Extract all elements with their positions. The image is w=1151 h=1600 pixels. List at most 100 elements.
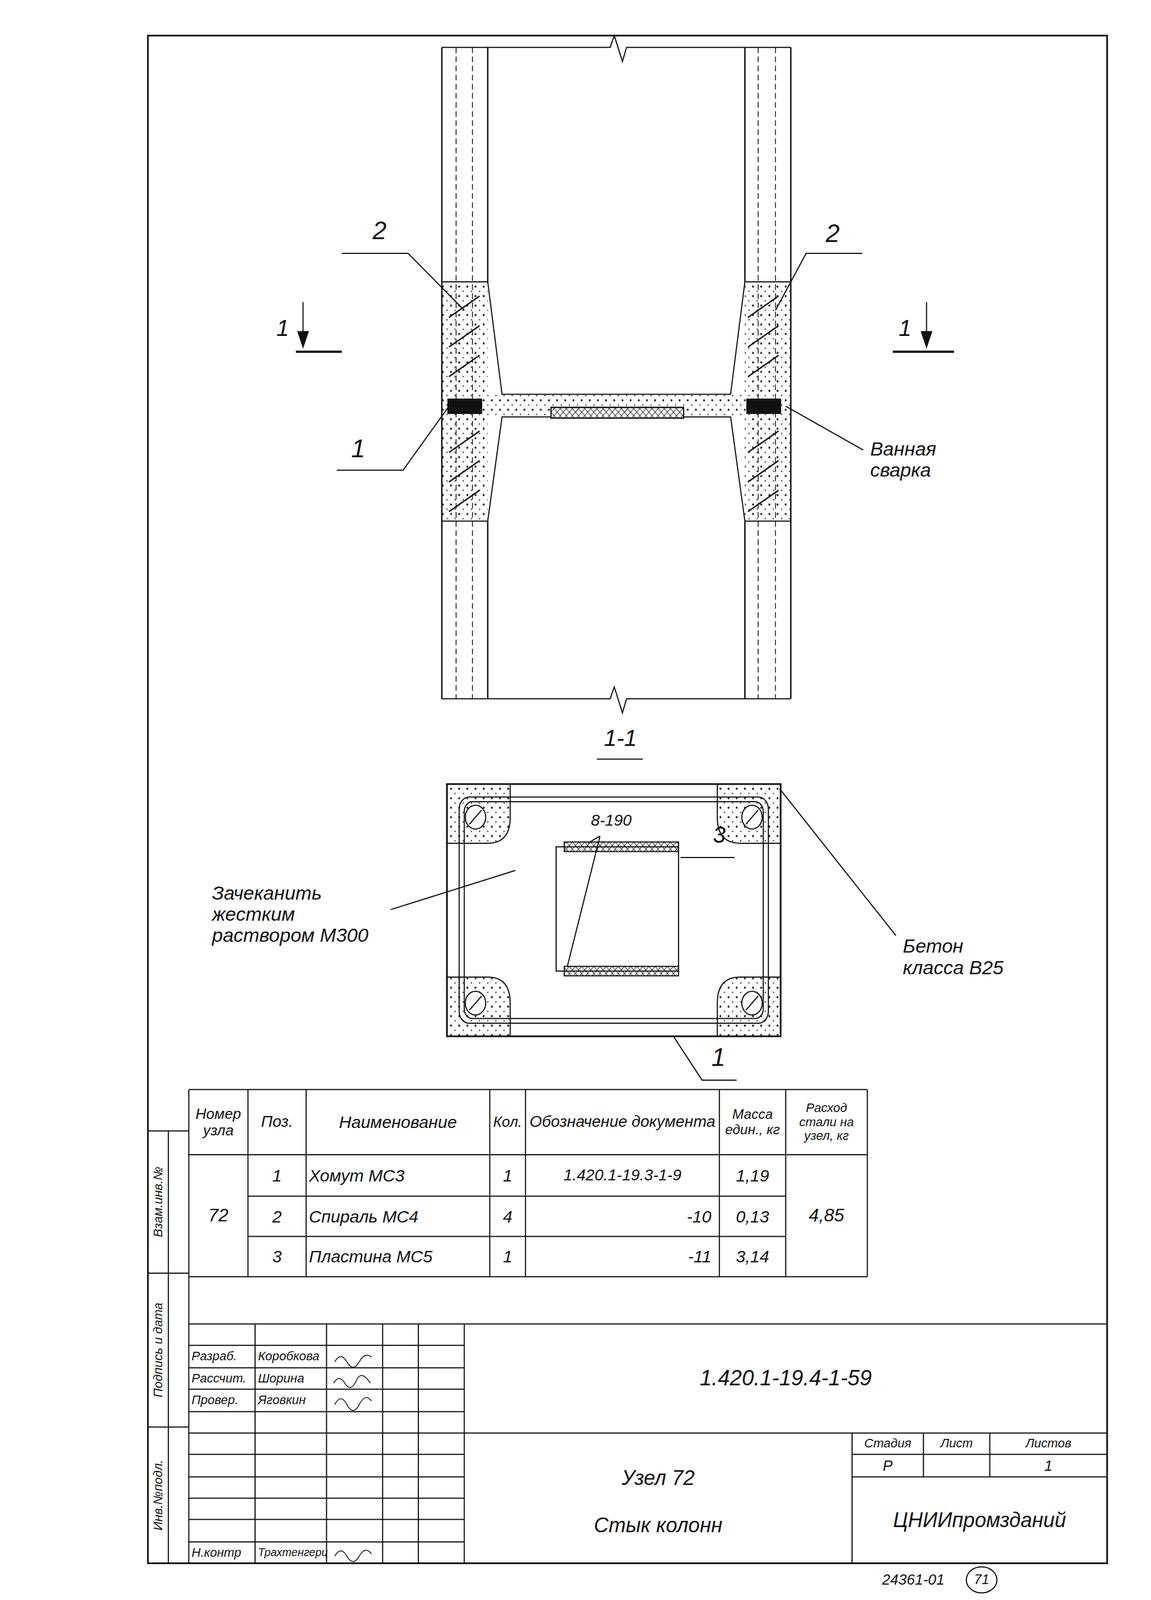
section-view-part	[446, 783, 511, 844]
section-view	[391, 758, 896, 1080]
drawing-title: Стык колонн	[464, 1501, 853, 1549]
table-cell: -11	[525, 1235, 720, 1277]
section-view-part	[391, 788, 896, 1080]
stamp-label: Н.контр	[188, 1541, 256, 1563]
callout-number: 1	[701, 1039, 735, 1075]
specification-table-part	[188, 1089, 868, 1277]
section-view-part	[446, 976, 511, 1037]
column-elevation-part	[441, 281, 488, 521]
stamp-name: Яговкин	[255, 1388, 327, 1412]
section-view-part	[556, 846, 679, 971]
table-cell: 1	[489, 1235, 526, 1277]
stamp-label: Лист	[923, 1432, 990, 1454]
table-cell: 0,13	[719, 1195, 787, 1237]
column-elevation-part	[449, 296, 779, 512]
stamp-label: Провер.	[188, 1388, 256, 1412]
specification-table-part	[188, 1089, 868, 1564]
table-header: Обозначение документа	[525, 1089, 720, 1155]
title-block	[188, 1323, 1108, 1593]
title-block-part	[852, 1432, 1108, 1564]
leader-lines-part	[336, 253, 864, 471]
column-elevation	[441, 35, 791, 713]
column-elevation-part	[441, 281, 791, 521]
stamp-name: Шорина	[255, 1367, 327, 1389]
note-text: Бетон класса В25	[899, 921, 1025, 993]
leader-lines-part	[296, 350, 955, 353]
column-elevation-part	[455, 47, 776, 699]
dimension-text: 8-190	[577, 807, 645, 834]
section-view-part	[745, 995, 759, 1010]
table-header: Номер узла	[188, 1089, 249, 1155]
column-elevation-part	[441, 47, 791, 699]
title-block-part	[966, 1566, 998, 1593]
column-elevation-part	[746, 399, 781, 414]
table-cell: 1.420.1-19.3-1-9	[525, 1154, 720, 1196]
sheet-frame	[148, 35, 1108, 1563]
specification-table	[188, 1089, 868, 1564]
section-view-part	[564, 841, 679, 852]
title-block-part	[333, 1354, 372, 1562]
leader-lines	[296, 253, 955, 471]
section-view-part	[465, 804, 486, 829]
archive-number: 24361-01	[862, 1567, 965, 1592]
callout-number: 3	[704, 816, 735, 853]
document-code: 1.420.1-19.4-1-59	[464, 1323, 1108, 1433]
stamp-label: Подпись и дата	[148, 1272, 169, 1427]
note-text: Зачеканить жестким раствором М300	[208, 866, 388, 962]
section-mark: 1	[889, 310, 921, 346]
table-cell: 3	[248, 1235, 307, 1277]
stamp-value: Р	[852, 1453, 924, 1477]
section-title: 1-1	[593, 720, 647, 756]
table-header: Кол.	[489, 1089, 526, 1155]
table-cell: Спираль МС4	[306, 1195, 491, 1237]
side-strip	[148, 1130, 189, 1563]
stamp-label: Разраб.	[188, 1345, 256, 1368]
table-header: Масса един., кг	[719, 1089, 787, 1155]
table-cell: 1	[489, 1154, 526, 1196]
section-mark: 1	[267, 310, 299, 346]
section-view-part	[564, 965, 679, 976]
sheet-frame-part	[148, 35, 1108, 1563]
table-cell: -10	[525, 1195, 720, 1237]
column-elevation-part	[441, 35, 791, 713]
stamp-name: Трахтенгерц	[255, 1541, 327, 1563]
section-view-part	[741, 804, 763, 829]
table-header: Наименование	[306, 1089, 491, 1155]
title-block-part	[255, 1323, 464, 1563]
section-view-part	[446, 783, 781, 1037]
stamp-label: Листов	[989, 1432, 1108, 1454]
stamp-label: Рассчит.	[188, 1367, 256, 1389]
table-cell: 4,85	[785, 1154, 867, 1277]
callout-number: 2	[359, 210, 401, 252]
table-cell: Хомут МС3	[306, 1154, 491, 1196]
drawing-title: Узел 72	[464, 1453, 853, 1502]
stamp-label: Стадия	[852, 1432, 924, 1454]
column-elevation-part	[551, 407, 684, 418]
stamp-name: Коробкова	[255, 1345, 327, 1368]
table-cell: 4	[489, 1195, 526, 1237]
table-cell: 72	[188, 1154, 249, 1277]
column-elevation-part	[551, 407, 684, 418]
section-view-part	[717, 976, 781, 1037]
table-cell: 2	[248, 1195, 307, 1237]
section-view-part	[597, 758, 644, 760]
callout-number: 1	[340, 430, 376, 467]
sheet-number: 71	[967, 1567, 996, 1592]
section-view-part	[469, 995, 483, 1010]
column-elevation-part	[447, 399, 482, 414]
section-view-part	[464, 801, 764, 1019]
table-cell: Пластина МС5	[306, 1235, 491, 1277]
table-cell: 1,19	[719, 1154, 787, 1196]
stamp-label: Инв.№подл.	[148, 1426, 169, 1563]
section-view-part	[465, 991, 486, 1015]
section-view-part	[741, 991, 763, 1015]
leader-lines-part	[921, 331, 932, 347]
leader-lines-part	[297, 331, 308, 347]
column-elevation-part	[745, 281, 792, 521]
column-elevation-part	[487, 281, 746, 521]
stamp-label: Взам.инв.№	[148, 1130, 169, 1273]
organization-name: ЦНИИпромзданий	[852, 1476, 1108, 1564]
leader-lines-part	[302, 301, 927, 334]
